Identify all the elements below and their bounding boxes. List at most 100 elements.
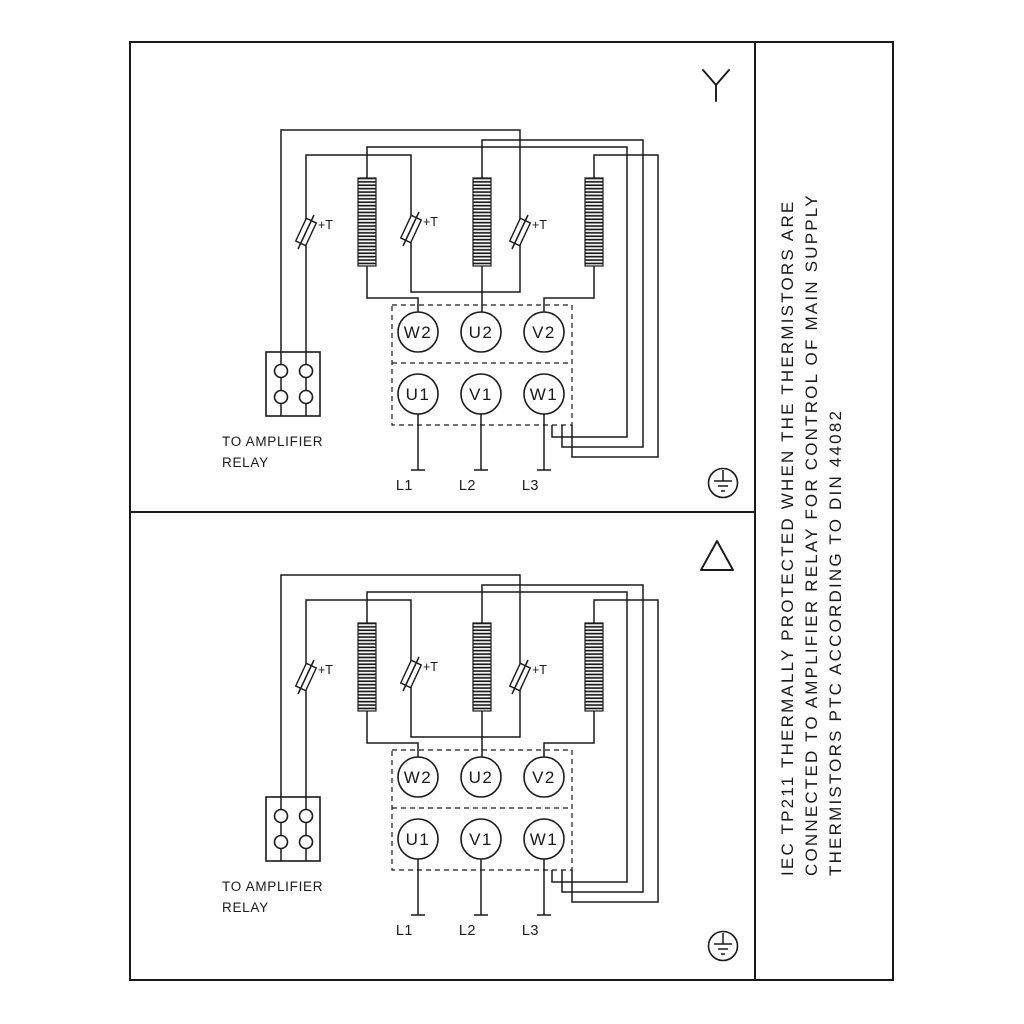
supply-label-l3: L3 bbox=[522, 478, 539, 494]
terminal-w2-label: W2 bbox=[404, 323, 433, 342]
terminal-u1 bbox=[397, 818, 439, 860]
thermistor-2-strike bbox=[402, 656, 420, 692]
delta-icon bbox=[700, 540, 734, 571]
supply-lead-l3 bbox=[537, 414, 551, 471]
thermistor-2-strike bbox=[402, 211, 420, 247]
ground-icon bbox=[707, 467, 739, 499]
terminal-u2 bbox=[460, 311, 502, 353]
amplifier-relay-box bbox=[265, 796, 321, 862]
wire-bus-3 bbox=[571, 154, 659, 458]
ground-icon-circle bbox=[707, 930, 739, 962]
wire-thermistor-series bbox=[280, 574, 521, 797]
terminal-v1-label: V1 bbox=[469, 385, 493, 404]
supply-label-l2: L2 bbox=[459, 923, 476, 939]
supply-lead-l1 bbox=[411, 414, 425, 471]
star-panel: +T +T +T W2 U2 V2 U1 V1 W1 TO AMPLIFIER … bbox=[222, 69, 739, 499]
wire-bus-2 bbox=[481, 139, 644, 448]
thermistor-1-label: +T bbox=[318, 663, 333, 677]
relay-terminal bbox=[273, 363, 289, 379]
supply-label-l3: L3 bbox=[522, 923, 539, 939]
wire-bus-2 bbox=[481, 584, 644, 893]
terminal-w2 bbox=[397, 756, 439, 798]
sidebar-note: IEC TP211 THERMALLY PROTECTED WHEN THE T… bbox=[778, 193, 845, 876]
winding-coil-1 bbox=[357, 622, 377, 712]
thermistor-3: +T bbox=[508, 659, 547, 695]
ground-icon-symbol bbox=[714, 933, 732, 955]
relay-terminal bbox=[273, 389, 289, 405]
wire-winding1-to-w2 bbox=[366, 266, 419, 312]
delta-panel: +T +T +T W2 U2 V2 U1 V1 W1 TO AMP bbox=[222, 540, 739, 962]
relay-internal-wires bbox=[280, 797, 307, 861]
wire-bus-3 bbox=[571, 599, 659, 903]
terminal-u2-label: U2 bbox=[469, 323, 494, 342]
wire-bus-1 bbox=[366, 591, 628, 883]
terminal-w2-label: W2 bbox=[404, 768, 433, 787]
terminal-v1 bbox=[460, 818, 502, 860]
thermistor-1-label: +T bbox=[318, 218, 333, 232]
relay-terminal bbox=[298, 834, 314, 850]
relay-terminal bbox=[298, 363, 314, 379]
thermistor-3-strike bbox=[511, 659, 529, 695]
terminal-v2 bbox=[523, 311, 565, 353]
relay-caption-line-1: TO AMPLIFIER bbox=[222, 434, 323, 449]
winding-coil-3 bbox=[584, 622, 604, 712]
wire-winding3-to-v2 bbox=[543, 266, 595, 312]
wire-bus-1 bbox=[366, 146, 628, 438]
supply-lead-l2 bbox=[474, 414, 488, 471]
terminal-u1-label: U1 bbox=[406, 385, 431, 404]
thermistor-2: +T bbox=[399, 211, 438, 247]
supply-label-l2: L2 bbox=[459, 478, 476, 494]
terminal-w1 bbox=[523, 818, 565, 860]
star-icon bbox=[702, 69, 730, 102]
thermistor-3-label: +T bbox=[532, 218, 547, 232]
relay-terminal bbox=[273, 808, 289, 824]
ground-icon-symbol bbox=[714, 470, 732, 492]
terminal-u1 bbox=[397, 373, 439, 415]
terminal-w1-label: W1 bbox=[530, 385, 559, 404]
supply-label-l1: L1 bbox=[396, 923, 413, 939]
terminal-block-outline bbox=[391, 749, 573, 871]
relay-terminal bbox=[273, 834, 289, 850]
supply-lead-l2 bbox=[474, 859, 488, 916]
thermistor-3-strike bbox=[511, 214, 529, 250]
sidebar-note-line-2: CONNECTED TO AMPLIFIER RELAY FOR CONTROL… bbox=[802, 193, 821, 876]
thermistor-2-label: +T bbox=[423, 215, 438, 229]
winding-coil-2 bbox=[472, 622, 492, 712]
sidebar-note-line-1: IEC TP211 THERMALLY PROTECTED WHEN THE T… bbox=[778, 200, 797, 876]
thermistor-1-strike bbox=[297, 659, 315, 695]
wire-winding3-to-v2 bbox=[543, 711, 595, 757]
thermistor-2-label: +T bbox=[423, 660, 438, 674]
relay-caption-line-1: TO AMPLIFIER bbox=[222, 879, 323, 894]
winding-coil-3 bbox=[584, 177, 604, 267]
terminal-v1 bbox=[460, 373, 502, 415]
terminal-u1-label: U1 bbox=[406, 830, 431, 849]
terminal-u2 bbox=[460, 756, 502, 798]
thermistor-2: +T bbox=[399, 656, 438, 692]
supply-label-l1: L1 bbox=[396, 478, 413, 494]
wire-thermistor-series bbox=[280, 129, 521, 352]
relay-caption-line-2: RELAY bbox=[222, 900, 269, 915]
terminal-v2-label: V2 bbox=[532, 768, 556, 787]
terminal-v2 bbox=[523, 756, 565, 798]
ground-icon bbox=[707, 930, 739, 962]
terminal-w2 bbox=[397, 311, 439, 353]
relay-terminal bbox=[298, 808, 314, 824]
thermistor-1: +T bbox=[294, 214, 333, 250]
thermistor-1-strike bbox=[297, 214, 315, 250]
winding-coil-2 bbox=[472, 177, 492, 267]
winding-coil-1 bbox=[357, 177, 377, 267]
supply-lead-l3 bbox=[537, 859, 551, 916]
relay-terminal bbox=[298, 389, 314, 405]
terminal-block-outline bbox=[391, 304, 573, 426]
terminal-v2-label: V2 bbox=[532, 323, 556, 342]
thermistor-3: +T bbox=[508, 214, 547, 250]
ground-icon-circle bbox=[707, 467, 739, 499]
relay-internal-wires bbox=[280, 352, 307, 416]
sidebar-note-line-3: THERMISTORS PTC ACCORDING TO DIN 44082 bbox=[826, 409, 845, 876]
thermistor-3-label: +T bbox=[532, 663, 547, 677]
relay-caption-line-2: RELAY bbox=[222, 455, 269, 470]
wire-winding1-to-w2 bbox=[366, 711, 419, 757]
terminal-u2-label: U2 bbox=[469, 768, 494, 787]
supply-lead-l1 bbox=[411, 859, 425, 916]
